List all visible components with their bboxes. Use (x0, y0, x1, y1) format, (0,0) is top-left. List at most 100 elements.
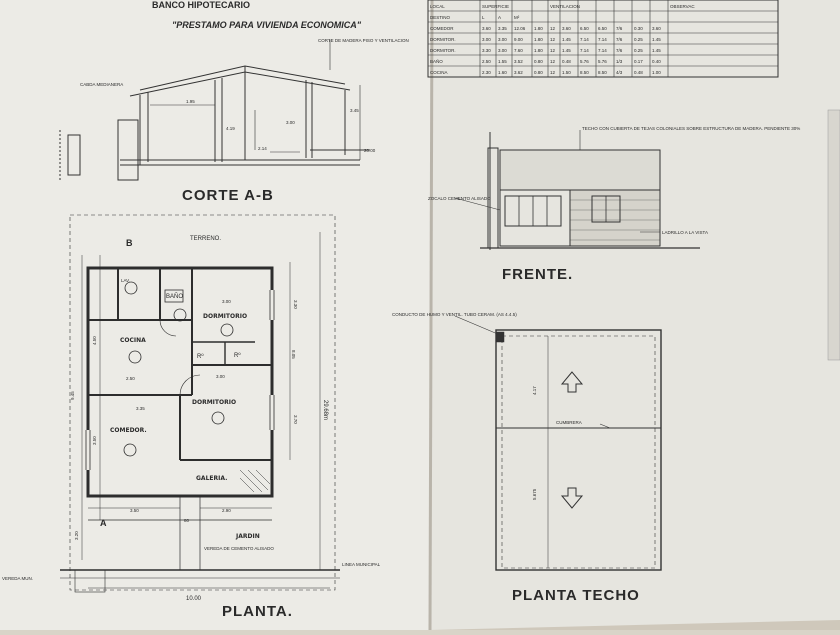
table-cell: DORMITOR. (430, 37, 456, 42)
table-cell: 3.35 (498, 26, 507, 31)
room-comedor: COMEDOR. (110, 427, 147, 434)
dim-1000: 10.00 (186, 596, 202, 602)
table-cell: 0.80 (534, 70, 543, 75)
table-cell: 6.50 (598, 26, 607, 31)
room-jardin: JARDIN (235, 533, 260, 540)
table-cell: 1.80 (534, 37, 543, 42)
front-note-roof: TECHO CON CUBIERTA DE TEJAS COLONIALES S… (582, 126, 800, 131)
table-cell: 0.80 (534, 59, 543, 64)
dim-945: 9.45 (70, 391, 75, 400)
table-cell: 7.14 (598, 37, 607, 42)
table-cell: 1.55 (498, 59, 507, 64)
front-note-ladrillo: LADRILLO A LA VISTA (662, 230, 708, 235)
table-subheader: A (498, 15, 501, 20)
table-cell: 9.00 (514, 37, 523, 42)
dim-350v: 3.50 (92, 436, 97, 445)
table-cell: 1.45 (562, 48, 571, 53)
table-cell: 3.00 (482, 37, 491, 42)
table-cell: 4/3 (616, 70, 623, 75)
table-header: OBSERVAC (670, 4, 695, 9)
table-cell: 0.48 (634, 70, 643, 75)
table-cell: 0.25 (634, 37, 643, 42)
table-cell: 0.40 (652, 59, 661, 64)
section-title: CORTE A-B (182, 187, 274, 204)
table-cell: 3.60 (482, 26, 491, 31)
room-dormitorio-1: DORMITORIO (203, 313, 247, 320)
table-cell: 7/6 (616, 37, 623, 42)
sheet-fold (428, 0, 434, 631)
table-cell: 7.60 (514, 48, 523, 53)
table-cell: 3.52 (514, 59, 523, 64)
dim-805: 8.05 (291, 350, 296, 359)
table-header: LOCAL (430, 4, 445, 9)
room-dormitorio-2: DORMITORIO (192, 399, 236, 406)
roof-plan (454, 315, 662, 571)
dim-80: 80 (184, 518, 190, 523)
table-cell: 0.30 (634, 26, 643, 31)
section-dim-6: 20.00 (364, 148, 376, 153)
table-cell: 3.62 (514, 70, 523, 75)
note-vereda: VEREDA MUN. (2, 576, 33, 581)
table-cell: DORMITOR. (430, 48, 456, 53)
table-cell: 8.50 (580, 70, 589, 75)
table-cell: 1.80 (534, 48, 543, 53)
table-cell: 12 (550, 37, 556, 42)
roof-dim-bottom: 5.675 (532, 488, 537, 500)
front-elevation (454, 130, 700, 250)
table-cell: 3.00 (498, 48, 507, 53)
dim-290: 2.90 (222, 508, 231, 513)
table-cell: 1.00 (652, 70, 661, 75)
plan-title: PLANTA. (222, 603, 293, 620)
table-cell: 6.50 (580, 26, 589, 31)
dim-350: 3.50 (130, 508, 139, 513)
terreno-label: TERRENO. (190, 236, 221, 242)
section-dim-5: 3.45 (350, 108, 359, 113)
room-ropero-2: Rº (234, 352, 241, 359)
table-cell: 3.00 (498, 37, 507, 42)
table-cell: 7.14 (580, 48, 589, 53)
room-lav: LAV. (121, 278, 130, 283)
note-linea: LINEA MUNICIPAL (342, 562, 381, 567)
roof-note-cumbrera: CUMBRERA (556, 420, 582, 425)
dim-300a: 3.00 (222, 299, 231, 304)
dim-300b: 3.00 (216, 374, 225, 379)
section-dim-3: 2.14 (258, 146, 267, 151)
section-dim-4: 3.00 (286, 120, 295, 125)
table-cell: 12 (550, 70, 556, 75)
table-cell: COCINA (430, 70, 448, 75)
floor-plan (60, 214, 340, 593)
table-cell: 0.48 (562, 59, 571, 64)
room-bano: BAÑO (166, 293, 183, 300)
table-cell: 1/3 (616, 59, 623, 64)
table-cell: 3.60 (652, 26, 661, 31)
section-note-roof: CABDA MEDIANERA (80, 82, 123, 87)
table-cell: 0.17 (634, 59, 643, 64)
section-drawing (59, 40, 370, 181)
table-cell: 7/6 (616, 48, 623, 53)
bank-title: BANCO HIPOTECARIO (152, 0, 250, 10)
table-cell: 8.50 (598, 70, 607, 75)
table-cell: 7.14 (598, 48, 607, 53)
section-dim-2: 4.19 (226, 126, 235, 131)
dim-330: 3.30 (293, 300, 298, 309)
note-cemento: VEREDA DE CEMENTO ALISADO (204, 546, 274, 551)
section-dim-1: 1.95 (186, 99, 195, 104)
table-cell: 2.30 (482, 70, 491, 75)
table-cell: 3.60 (562, 26, 571, 31)
dim-335: 3.35 (136, 406, 145, 411)
table-cell: 3.30 (482, 48, 491, 53)
table-cell: 0.25 (634, 48, 643, 53)
table-cell: 7/6 (616, 26, 623, 31)
dim-250: 2.50 (126, 376, 135, 381)
loan-title: "PRESTAMO PARA VIVIENDA ECONOMICA" (172, 20, 362, 30)
marker-b: B (126, 238, 133, 248)
table-cell: 12 (550, 48, 556, 53)
roof-dim-top: 4.17 (532, 386, 537, 395)
table-cell: 1.45 (562, 37, 571, 42)
room-cocina: COCINA (120, 337, 146, 344)
room-galeria: GALERIA. (196, 475, 227, 482)
table-cell: 12.06 (514, 26, 526, 31)
table-cell: BAÑO (430, 58, 443, 64)
dim-320: 3.20 (74, 531, 79, 540)
